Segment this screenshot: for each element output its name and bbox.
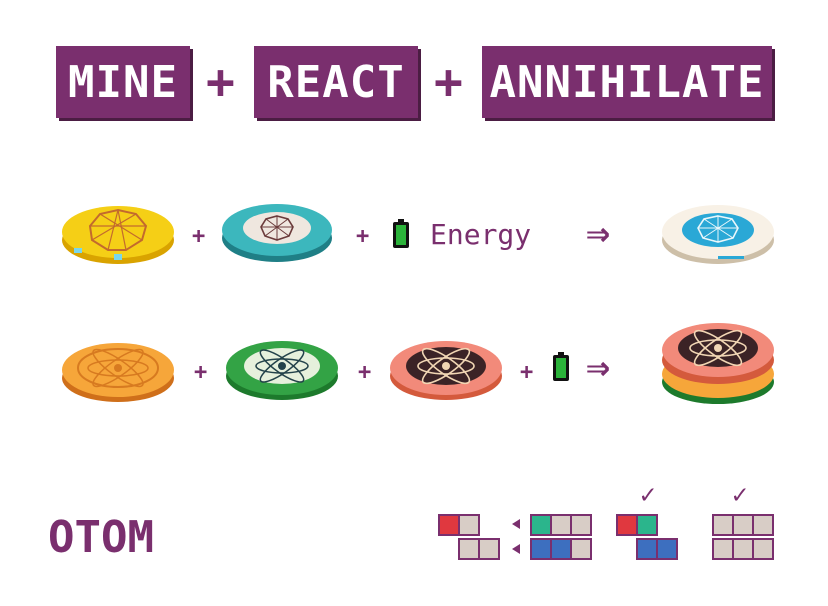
row1-plus-1: +: [192, 224, 206, 249]
grid-cell-blue: [656, 538, 678, 560]
header-plus-1: +: [206, 54, 235, 110]
title-react-label: REACT: [267, 56, 405, 108]
grid-cell-blue: [636, 538, 658, 560]
checkmark-icon: ✓: [732, 480, 748, 510]
title-annihilate: ANNIHILATE: [482, 46, 772, 118]
white-blue-otom-coin: [662, 205, 774, 264]
energy-label: Energy: [430, 218, 532, 251]
teal-otom-coin: [222, 204, 332, 262]
pointer-left-icon: [512, 544, 520, 554]
title-mine-label: MINE: [68, 56, 178, 108]
title-react: REACT: [254, 46, 418, 118]
grid-cell-blue: [530, 538, 552, 560]
pink-atom-coin: [390, 341, 502, 400]
stacked-atom-coins: [662, 323, 774, 404]
row2-plus-1: +: [194, 360, 208, 385]
battery-icon: [553, 352, 569, 381]
pointer-left-icon: [512, 519, 520, 529]
grid-cell-beige: [752, 514, 774, 536]
grid-cell-red: [616, 514, 638, 536]
grid-cell-beige: [570, 538, 592, 560]
brand-logo: OTOM: [48, 512, 154, 563]
grid-cell-beige: [458, 538, 480, 560]
grid-cell-beige: [712, 538, 734, 560]
row1-plus-2: +: [356, 224, 370, 249]
reaction2-arrow: ⇒: [586, 344, 611, 390]
row2-plus-2: +: [358, 360, 372, 385]
grid-cell-beige: [478, 538, 500, 560]
title-mine: MINE: [56, 46, 190, 118]
grid-cell-beige: [752, 538, 774, 560]
battery-icon: [393, 219, 409, 248]
green-atom-coin: [226, 341, 338, 400]
row2-plus-3: +: [520, 360, 534, 385]
reaction1-arrow: ⇒: [586, 210, 611, 256]
checkmark-icon: ✓: [640, 480, 656, 510]
grid-cell-blue: [550, 538, 572, 560]
grid-cell-beige: [712, 514, 734, 536]
orange-atom-coin: [62, 343, 174, 402]
header-plus-2: +: [434, 54, 463, 110]
grid-cell-beige: [570, 514, 592, 536]
title-annihilate-label: ANNIHILATE: [489, 56, 765, 108]
yellow-otom-coin: [62, 206, 174, 264]
grid-cell-red: [438, 514, 460, 536]
grid-cell-beige: [458, 514, 480, 536]
grid-cell-beige: [732, 514, 754, 536]
grid-cell-teal: [636, 514, 658, 536]
grid-cell-teal: [530, 514, 552, 536]
grid-cell-beige: [732, 538, 754, 560]
grid-cell-beige: [550, 514, 572, 536]
